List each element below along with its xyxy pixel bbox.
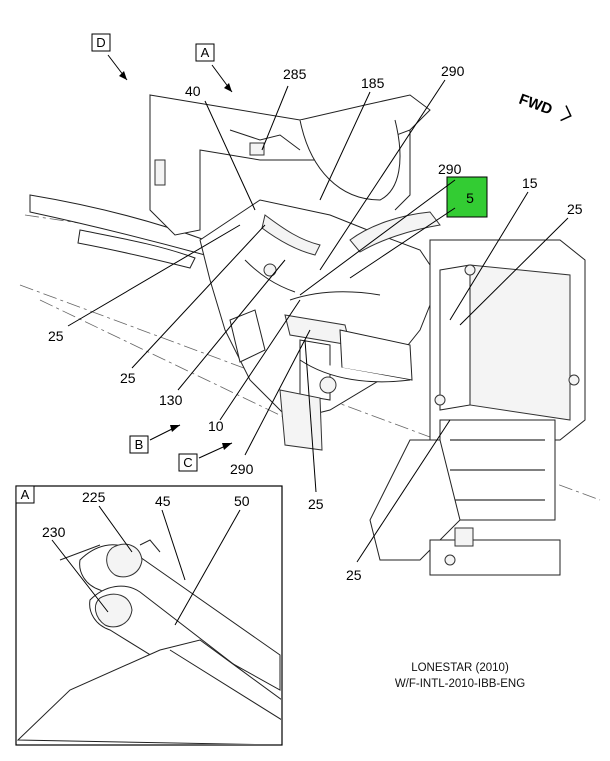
- callout-40: 40: [185, 83, 201, 99]
- callout-labels: 285 40 185 290 290 15 25 25 25 130 10 29…: [48, 63, 583, 583]
- highlight-part-5: 5: [446, 176, 488, 218]
- inset-detail-a: A 225 45 50 230: [15, 485, 283, 746]
- callout-25-bottom: 25: [308, 496, 324, 512]
- view-marker-b: B: [129, 424, 181, 454]
- callout-290-bottom: 290: [230, 461, 254, 477]
- view-marker-c: C: [178, 442, 233, 472]
- callout-leaders: [67, 79, 569, 563]
- callout-285: 285: [283, 66, 307, 82]
- view-marker-d: D: [91, 33, 128, 81]
- callout-15: 15: [522, 175, 538, 191]
- callout-25-left2: 25: [120, 370, 136, 386]
- callout-10: 10: [208, 418, 224, 434]
- callout-290-mid: 290: [438, 161, 462, 177]
- inset-callout-225: 225: [82, 489, 106, 505]
- forward-indicator: FWD: [517, 91, 572, 122]
- view-marker-a: A: [195, 43, 233, 93]
- engine-harness: [199, 199, 441, 451]
- callout-290-top: 290: [441, 63, 465, 79]
- view-label-b: B: [135, 437, 144, 452]
- inset-callout-230: 230: [42, 524, 66, 540]
- callout-5: 5: [466, 190, 474, 206]
- footer-code: W/F-INTL-2010-IBB-ENG: [394, 678, 526, 690]
- callout-25-lower: 25: [346, 567, 362, 583]
- highlight-box: [446, 176, 488, 218]
- footer-model: LONESTAR (2010): [411, 662, 509, 674]
- callout-185: 185: [361, 75, 385, 91]
- view-label-c: C: [183, 455, 192, 470]
- callout-25-left: 25: [48, 328, 64, 344]
- inset-label-a: A: [21, 487, 30, 502]
- callout-130: 130: [159, 392, 183, 408]
- fwd-label: FWD: [517, 91, 555, 119]
- firewall-structure: [149, 94, 431, 236]
- callout-25-right: 25: [567, 201, 583, 217]
- view-label-a: A: [201, 45, 210, 60]
- inset-callout-45: 45: [155, 493, 171, 509]
- view-label-d: D: [96, 35, 105, 50]
- inset-callout-50: 50: [234, 493, 250, 509]
